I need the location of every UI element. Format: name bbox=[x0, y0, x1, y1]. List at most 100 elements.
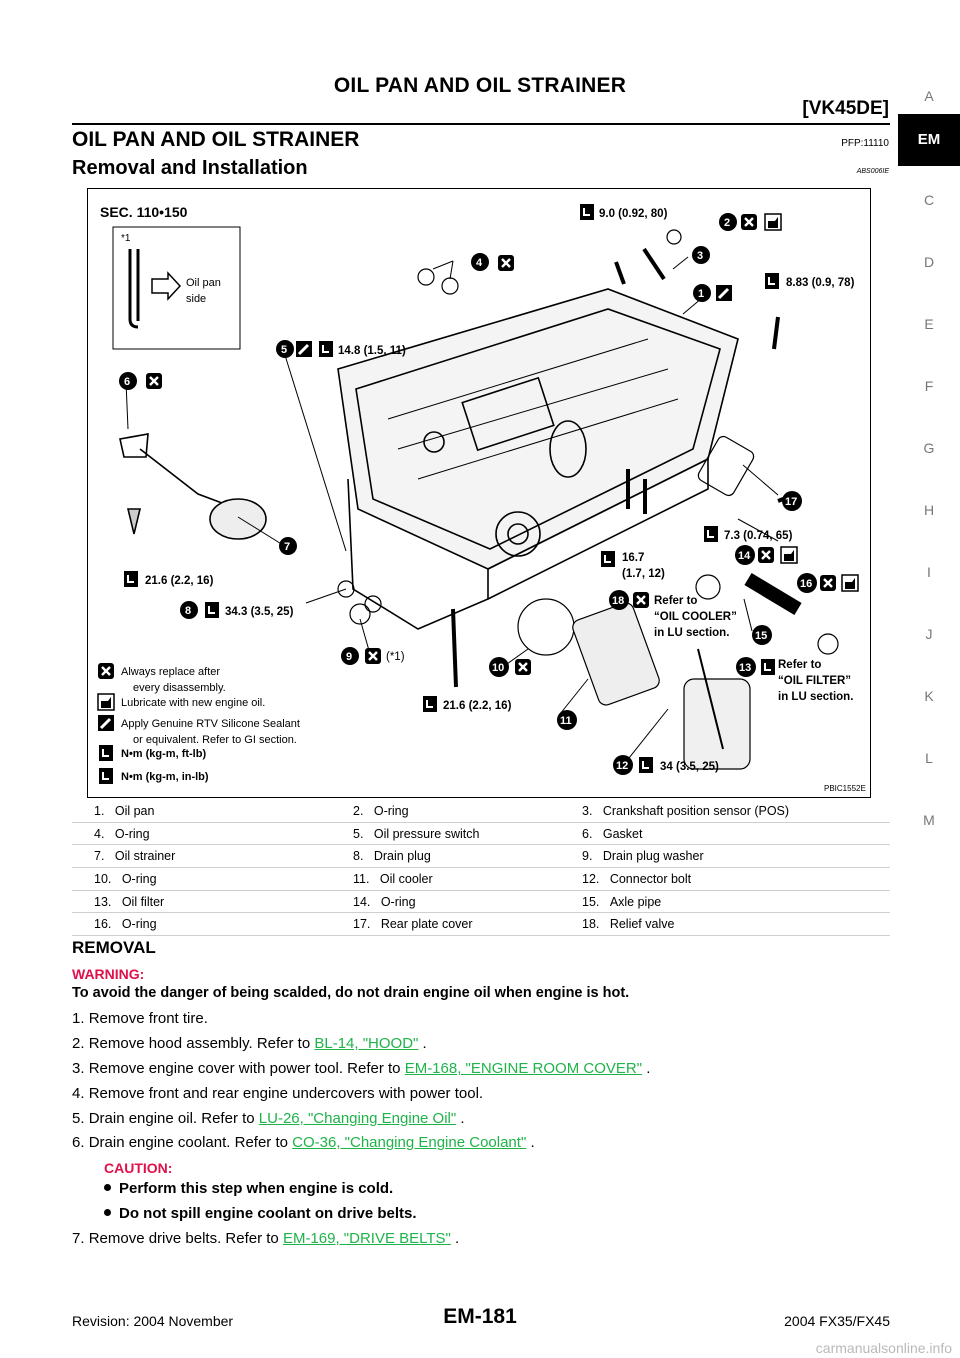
svg-text:9: 9 bbox=[346, 651, 352, 663]
oil-pan-drawing bbox=[337, 288, 739, 630]
watermark: carmanualsonline.info bbox=[815, 1340, 952, 1356]
step-4: 4. Remove front and rear engine undercov… bbox=[72, 1085, 484, 1102]
svg-text:in LU section.: in LU section. bbox=[778, 691, 853, 703]
svg-text:Apply Genuine RTV Silicone Sea: Apply Genuine RTV Silicone Sealant bbox=[121, 718, 300, 730]
tab-h[interactable]: H bbox=[923, 502, 935, 518]
subsection-code: ABS006IE bbox=[856, 168, 889, 175]
torque-oil-pressure-switch: 14.8 (1.5, 11) bbox=[338, 345, 406, 357]
tab-m[interactable]: M bbox=[923, 812, 935, 828]
bullet-icon bbox=[104, 1184, 111, 1191]
tab-i[interactable]: I bbox=[927, 564, 931, 580]
torque-oil-pan-bolt: 8.83 (0.9, 78) bbox=[786, 277, 855, 289]
svg-text:“OIL COOLER”: “OIL COOLER” bbox=[654, 611, 737, 623]
svg-text:18: 18 bbox=[612, 595, 624, 607]
svg-text:3: 3 bbox=[697, 250, 703, 262]
sec-number: SEC. 110•150 bbox=[100, 204, 188, 220]
tab-f[interactable]: F bbox=[924, 378, 934, 394]
tab-d[interactable]: D bbox=[923, 254, 935, 270]
tab-j[interactable]: J bbox=[925, 626, 933, 642]
svg-text:Oil pan: Oil pan bbox=[186, 277, 221, 289]
engine-code: [VK45DE] bbox=[802, 98, 889, 119]
part-family-code: PFP:11110 bbox=[841, 138, 889, 149]
table-row: 4. O-ring 5. Oil pressure switch 6. Gask… bbox=[72, 822, 890, 846]
svg-text:Always replace after: Always replace after bbox=[121, 666, 220, 678]
torque-pos-sensor: 9.0 (0.92, 80) bbox=[599, 208, 668, 220]
svg-text:side: side bbox=[186, 293, 206, 305]
svg-text:or equivalent. Refer to GI sec: or equivalent. Refer to GI section. bbox=[133, 734, 297, 746]
svg-text:5: 5 bbox=[281, 344, 287, 356]
caution-item: Perform this step when engine is cold. bbox=[104, 1180, 393, 1197]
figure-code: PBIC1552E bbox=[824, 784, 866, 793]
torque-strainer: 21.6 (2.2, 16) bbox=[145, 575, 214, 587]
step-1: 1. Remove front tire. bbox=[72, 1010, 208, 1027]
svg-text:6: 6 bbox=[124, 376, 130, 388]
svg-text:(1.7, 12): (1.7, 12) bbox=[622, 568, 665, 580]
caution-label: CAUTION: bbox=[104, 1160, 173, 1176]
step-6: 6. Drain engine coolant. Refer to CO-36,… bbox=[72, 1134, 535, 1151]
tab-a[interactable]: A bbox=[924, 88, 934, 104]
table-row: 1. Oil pan 2. O-ring 3. Crankshaft posit… bbox=[72, 800, 890, 823]
bullet-icon bbox=[104, 1209, 111, 1216]
page-number: EM-181 bbox=[443, 1305, 517, 1328]
caution-item: Do not spill engine coolant on drive bel… bbox=[104, 1205, 417, 1222]
svg-text:every disassembly.: every disassembly. bbox=[133, 682, 226, 694]
tab-em[interactable]: EM bbox=[898, 114, 960, 166]
step-5: 5. Drain engine oil. Refer to LU-26, "Ch… bbox=[72, 1110, 465, 1127]
svg-text:17: 17 bbox=[785, 496, 797, 508]
svg-text:Lubricate with new engine oil.: Lubricate with new engine oil. bbox=[121, 697, 265, 709]
section-title: OIL PAN AND OIL STRAINER bbox=[72, 128, 360, 151]
warning-label: WARNING: bbox=[72, 966, 145, 982]
svg-text:16: 16 bbox=[800, 578, 812, 590]
warning-text: To avoid the danger of being scalded, do… bbox=[72, 985, 630, 1001]
svg-text:*1: *1 bbox=[121, 233, 131, 244]
svg-text:16.7: 16.7 bbox=[622, 552, 644, 564]
svg-text:15: 15 bbox=[755, 630, 767, 642]
tab-g[interactable]: G bbox=[923, 440, 935, 456]
svg-text:7: 7 bbox=[284, 541, 290, 553]
subsection-title: Removal and Installation bbox=[72, 157, 308, 179]
torque-pan-stud: 21.6 (2.2, 16) bbox=[443, 700, 512, 712]
svg-text:(*1): (*1) bbox=[386, 651, 405, 663]
oil-strainer-drawing bbox=[119, 433, 267, 540]
tab-e[interactable]: E bbox=[924, 316, 934, 332]
svg-text:N•m (kg-m, in-lb): N•m (kg-m, in-lb) bbox=[121, 771, 209, 783]
removal-heading: REMOVAL bbox=[72, 938, 156, 957]
torque-drain-plug: 34.3 (3.5, 25) bbox=[225, 606, 294, 618]
step-2: 2. Remove hood assembly. Refer to BL-14,… bbox=[72, 1035, 427, 1052]
footer-model: 2004 FX35/FX45 bbox=[784, 1313, 890, 1329]
header-rule bbox=[72, 123, 890, 125]
svg-text:10: 10 bbox=[492, 662, 504, 674]
svg-text:2: 2 bbox=[724, 217, 730, 229]
link-lu-26[interactable]: LU-26, "Changing Engine Oil" bbox=[258, 1110, 457, 1127]
svg-text:12: 12 bbox=[616, 760, 628, 772]
link-em-169[interactable]: EM-169, "DRIVE BELTS" bbox=[282, 1230, 451, 1247]
exploded-view-figure: SEC. 110•150 *1 Oil pan side bbox=[87, 188, 871, 798]
page-header-title: OIL PAN AND OIL STRAINER bbox=[333, 74, 627, 97]
link-bl-14[interactable]: BL-14, "HOOD" bbox=[314, 1035, 419, 1052]
table-row: 10. O-ring 11. Oil cooler 12. Connector … bbox=[72, 867, 890, 891]
table-row: 16. O-ring 17. Rear plate cover 18. Reli… bbox=[72, 912, 890, 937]
svg-text:13: 13 bbox=[739, 662, 751, 674]
svg-text:“OIL FILTER”: “OIL FILTER” bbox=[778, 675, 851, 687]
svg-text:N•m (kg-m, ft-lb): N•m (kg-m, ft-lb) bbox=[121, 748, 206, 760]
svg-text:14: 14 bbox=[738, 550, 751, 562]
svg-text:in LU section.: in LU section. bbox=[654, 627, 729, 639]
step-7: 7. Remove drive belts. Refer to EM-169, … bbox=[72, 1230, 460, 1247]
table-row: 7. Oil strainer 8. Drain plug 9. Drain p… bbox=[72, 844, 890, 869]
link-co-36[interactable]: CO-36, "Changing Engine Coolant" bbox=[292, 1134, 527, 1151]
tab-c[interactable]: C bbox=[923, 192, 935, 208]
tab-l[interactable]: L bbox=[925, 750, 933, 766]
svg-text:1: 1 bbox=[698, 288, 704, 300]
svg-text:11: 11 bbox=[560, 715, 572, 727]
symbol-legend: Always replace after every disassembly. … bbox=[96, 661, 300, 785]
torque-rear-plate: 7.3 (0.74, 65) bbox=[724, 530, 793, 542]
tab-k[interactable]: K bbox=[924, 688, 934, 704]
link-em-168[interactable]: EM-168, "ENGINE ROOM COVER" bbox=[404, 1060, 643, 1077]
step-3: 3. Remove engine cover with power tool. … bbox=[72, 1060, 651, 1077]
parts-list-table: 1. Oil pan 2. O-ring 3. Crankshaft posit… bbox=[72, 800, 890, 937]
torque-connector-bolt: 34 (3.5, 25) bbox=[660, 761, 719, 773]
svg-text:8: 8 bbox=[185, 605, 191, 617]
svg-text:Refer to: Refer to bbox=[654, 595, 697, 607]
exploded-view-drawing: SEC. 110•150 *1 Oil pan side bbox=[96, 203, 866, 793]
footer-revision: Revision: 2004 November bbox=[72, 1313, 234, 1329]
